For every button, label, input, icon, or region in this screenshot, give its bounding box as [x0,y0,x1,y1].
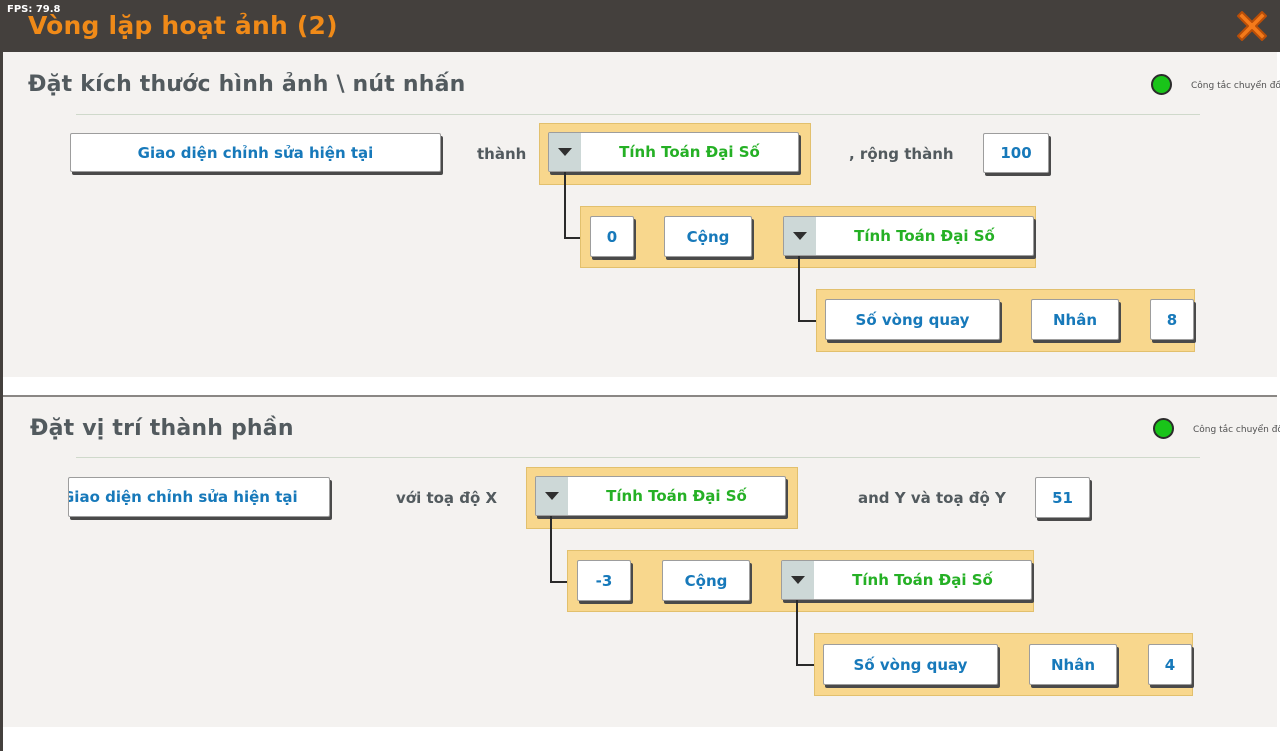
toggle-label: Công tắc chuyển đổi [1191,81,1280,91]
connector-label: thành [477,145,527,163]
divider [76,114,1200,115]
operand-input[interactable]: 8 [1150,299,1194,340]
target-element-button[interactable]: Giao diện chỉnh sửa hiện tại [68,477,330,517]
toggle-switch[interactable] [1153,418,1174,439]
connector-line [798,256,825,322]
block-title: Đặt kích thước hình ảnh \ nút nhấn [28,72,466,97]
toggle-switch[interactable] [1151,74,1172,95]
variable-button[interactable]: Số vòng quay [825,299,1000,340]
operator-button[interactable]: Cộng [664,216,752,257]
connector-label: với toạ độ X [396,489,498,507]
block-title: Đặt vị trí thành phần [30,416,294,441]
fps-counter: FPS: 79.8 [7,4,61,15]
divider [76,457,1200,458]
operand-input[interactable]: -3 [577,560,631,601]
triangle-down-icon [782,561,814,599]
connector-line [550,516,577,583]
block-top-edge [3,395,1277,397]
target-element-button[interactable]: Giao diện chỉnh sửa hiện tại [70,133,441,172]
operator-button[interactable]: Cộng [662,560,750,601]
target-element-label: Giao diện chỉnh sửa hiện tại [68,488,298,506]
operator-button[interactable]: Nhân [1031,299,1119,340]
operand-input[interactable]: 0 [590,216,634,257]
formula-dropdown[interactable]: Tính Toán Đại Số [783,216,1034,256]
connector-label: and Y và toạ độ Y [858,489,1006,507]
triangle-down-icon [784,217,816,255]
title-bar [0,0,1280,52]
toggle-label: Công tắc chuyển đổi [1193,425,1280,435]
variable-button[interactable]: Số vòng quay [823,644,998,685]
close-x-icon [1237,11,1267,41]
value-input[interactable]: 100 [983,133,1049,173]
formula-dropdown[interactable]: Tính Toán Đại Số [548,132,799,172]
formula-label: Tính Toán Đại Số [606,487,747,505]
formula-dropdown[interactable]: Tính Toán Đại Số [535,476,786,516]
operator-button[interactable]: Nhân [1029,644,1117,685]
formula-label: Tính Toán Đại Số [854,227,995,245]
formula-label: Tính Toán Đại Số [852,571,993,589]
formula-label: Tính Toán Đại Số [619,143,760,161]
window-left-edge [0,0,3,751]
formula-dropdown[interactable]: Tính Toán Đại Số [781,560,1032,600]
connector-line [564,172,590,239]
triangle-down-icon [549,133,581,171]
connector-line [796,600,823,666]
page-title: Vòng lặp hoạt ảnh (2) [28,11,338,40]
connector-label: , rộng thành [849,145,954,163]
triangle-down-icon [536,477,568,515]
operand-input[interactable]: 4 [1148,644,1192,685]
value-input[interactable]: 51 [1035,477,1090,518]
close-button[interactable] [1232,6,1272,46]
